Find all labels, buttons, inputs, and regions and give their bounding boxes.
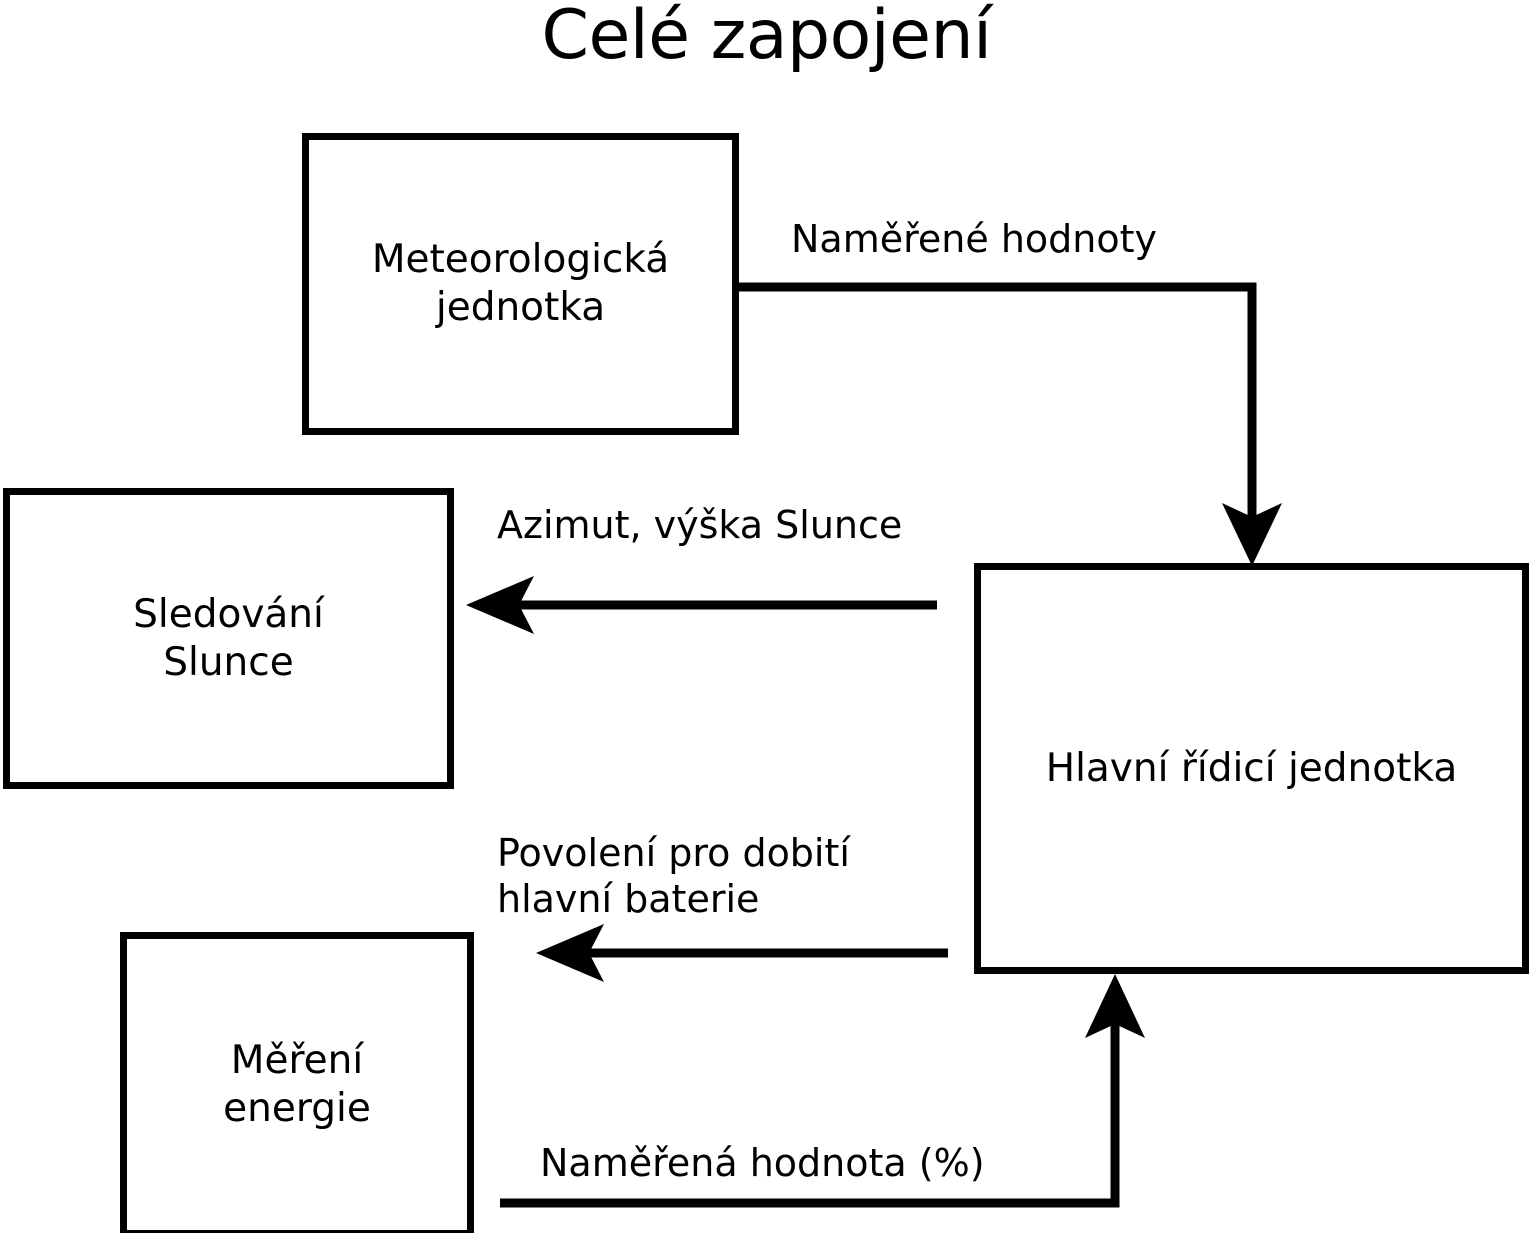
node-energy-measurement-label: Měření energie: [223, 1037, 371, 1131]
node-weather-unit-label: Meteorologická jednotka: [371, 237, 670, 330]
edge-label-charge-permission: Povolení pro dobití hlavní baterie: [497, 831, 850, 922]
node-main-control[interactable]: Hlavní řídicí jednotka: [974, 563, 1529, 974]
node-energy-measurement[interactable]: Měření energie: [120, 932, 474, 1233]
node-main-control-label: Hlavní řídicí jednotka: [1045, 745, 1458, 791]
connector-azimuth-sun-height: [466, 576, 937, 634]
connector-charge-permission: [536, 924, 948, 982]
edge-label-measured-values: Naměřené hodnoty: [791, 217, 1157, 261]
page-title: Celé zapojení: [541, 0, 992, 75]
node-sun-tracking-label: Sledování Slunce: [133, 591, 324, 685]
node-weather-unit[interactable]: Meteorologická jednotka: [302, 133, 739, 435]
edge-label-measured-value-percent: Naměřená hodnota (%): [540, 1141, 985, 1185]
node-sun-tracking[interactable]: Sledování Slunce: [3, 488, 454, 789]
edge-label-azimuth-sun-height: Azimut, výška Slunce: [497, 503, 903, 547]
